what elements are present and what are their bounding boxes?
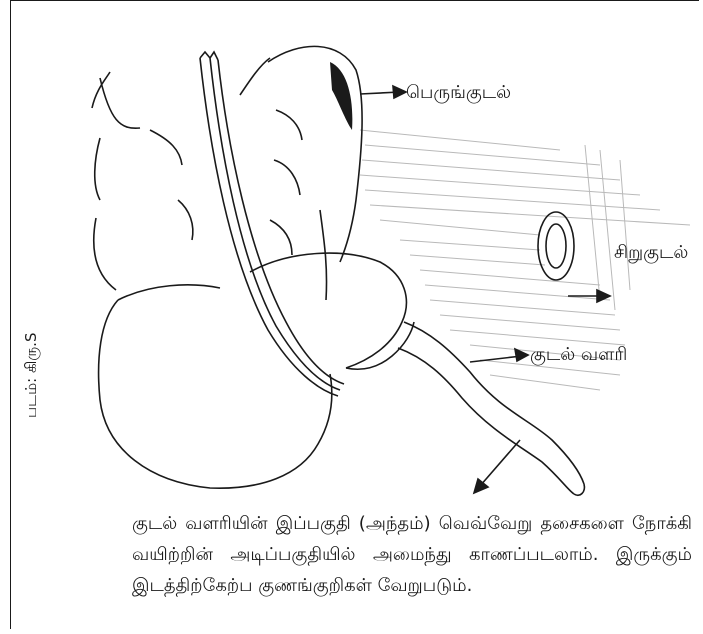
large-intestine-drawing: [92, 46, 414, 488]
image-credit: படம்: கிரு.S: [22, 333, 42, 418]
appendix-label: குடல் வளரி: [530, 344, 627, 367]
small-intestine-stub: [538, 212, 574, 280]
small-intestine-label: சிறுகுடல்: [614, 242, 688, 265]
large-intestine-label: பெருங்குடல்: [406, 82, 511, 105]
figure-caption: குடல் வளரியின் இப்பகுதி (அந்தம்) வெவ்வேற…: [132, 508, 692, 601]
large-intestine-dark-shade: [330, 62, 352, 130]
